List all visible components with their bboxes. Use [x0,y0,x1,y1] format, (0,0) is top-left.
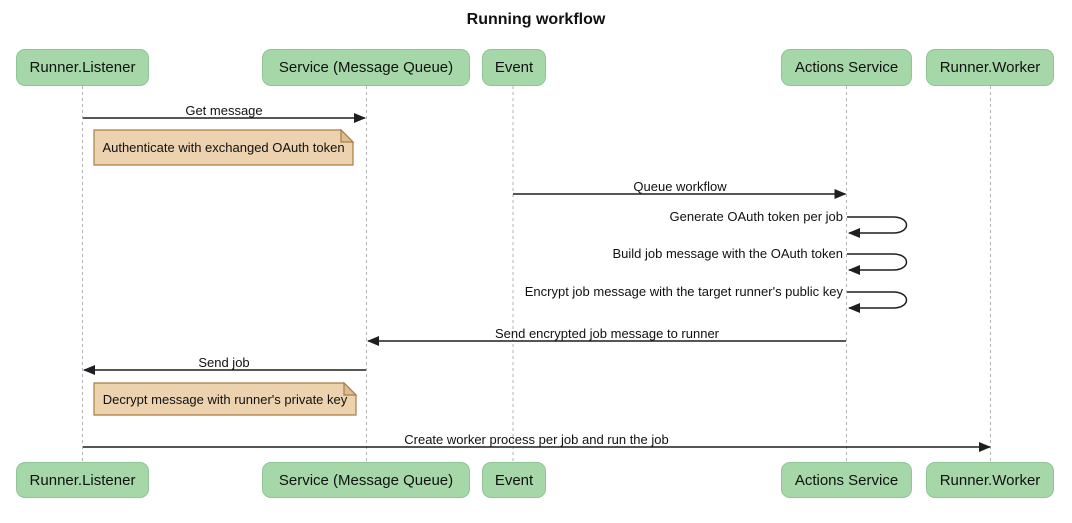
actor-label: Event [494,471,534,489]
actor-label: Actions Service [794,471,899,489]
actor-top-service-message-queue: Service (Message Queue) [262,49,470,86]
actor-bottom-runner-worker: Runner.Worker [926,462,1054,498]
message-label-send-encrypted: Send encrypted job message to runner [494,326,720,341]
message-label-create-worker: Create worker process per job and run th… [404,432,669,447]
message-label-queue-workflow: Queue workflow [633,179,727,194]
note-shape-authenticate [93,128,355,166]
arrow-self-generate-oauth-token [847,216,908,238]
actor-label: Runner.Worker [939,59,1041,76]
message-label-build-job-message: Build job message with the OAuth token [612,246,843,261]
message-label-get-message: Get message [185,103,263,118]
actor-top-actions-service: Actions Service [781,49,912,86]
actor-top-runner-listener: Runner.Listener [16,49,149,86]
note-fold-icon [340,128,355,143]
actor-bottom-event: Event [482,462,546,498]
actor-bottom-runner-listener: Runner.Listener [16,462,149,498]
note-shape-decrypt [93,381,358,416]
actor-label: Actions Service [794,59,899,76]
message-label-send-job: Send job [198,355,250,370]
actor-label: Runner.Worker [939,471,1041,489]
actor-label: Service (Message Queue) [278,471,454,489]
actor-top-event: Event [482,49,546,86]
actor-bottom-actions-service: Actions Service [781,462,912,498]
arrow-self-encrypt-job-message [847,291,908,313]
note-label-decrypt: Decrypt message with runner's private ke… [102,391,348,407]
message-label-generate-oauth-token: Generate OAuth token per job [669,209,843,224]
actor-top-runner-worker: Runner.Worker [926,49,1054,86]
diagram-title: Running workflow [466,11,606,28]
actor-label: Runner.Listener [29,59,136,76]
actor-label: Runner.Listener [29,471,136,489]
actor-bottom-service-message-queue: Service (Message Queue) [262,462,470,498]
arrow-self-build-job-message [847,253,908,275]
actor-label: Service (Message Queue) [278,59,454,76]
note-fold-icon [343,381,358,396]
note-label-authenticate: Authenticate with exchanged OAuth token [102,140,345,155]
message-label-encrypt-job-message: Encrypt job message with the target runn… [524,284,843,299]
actor-label: Event [494,59,534,76]
